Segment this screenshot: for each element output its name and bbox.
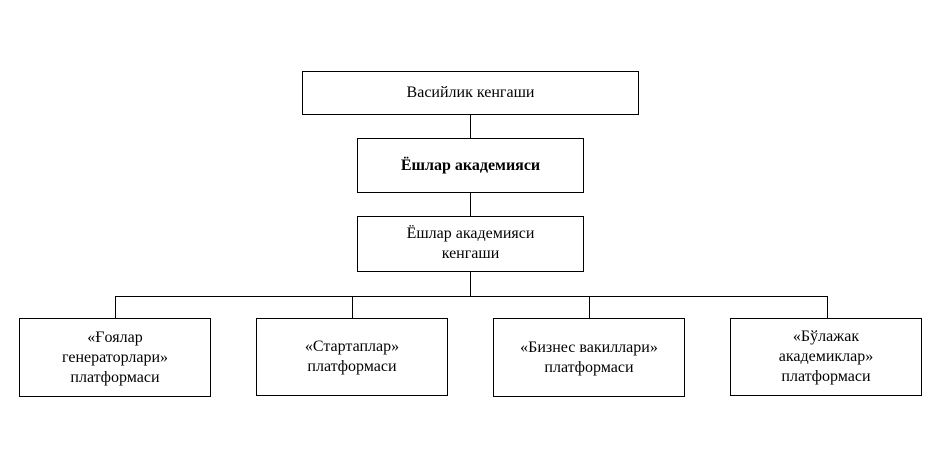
- platform-box-business-representatives: «Бизнес вакиллари» платформаси: [493, 318, 685, 397]
- platform-label-startups: «Стартаплар» платформаси: [304, 338, 400, 375]
- platform-label-business-representatives: «Бизнес вакиллари» платформаси: [520, 338, 658, 376]
- trustees-council-box: Васийлик кенгаши: [302, 71, 639, 115]
- youth-academy-label: Ёшлар академияси: [400, 156, 541, 174]
- platform-box-idea-generators: «Ғоялар генераторлари» платформаси: [19, 318, 211, 397]
- platform-label-idea-generators: «Ғоялар генераторлари» платформаси: [61, 328, 169, 386]
- youth-academy-council-label: Ёшлар академияси кенгаши: [406, 225, 535, 262]
- platform-label-future-academicians: «Бўлажак академиклар» платформаси: [778, 328, 874, 385]
- trustees-council-label: Васийлик кенгаши: [406, 84, 535, 101]
- platform-box-startups: «Стартаплар» платформаси: [256, 318, 448, 396]
- youth-academy-box: Ёшлар академияси: [357, 138, 584, 193]
- youth-academy-council-box: Ёшлар академияси кенгаши: [357, 216, 584, 272]
- platform-box-future-academicians: «Бўлажак академиклар» платформаси: [730, 318, 922, 396]
